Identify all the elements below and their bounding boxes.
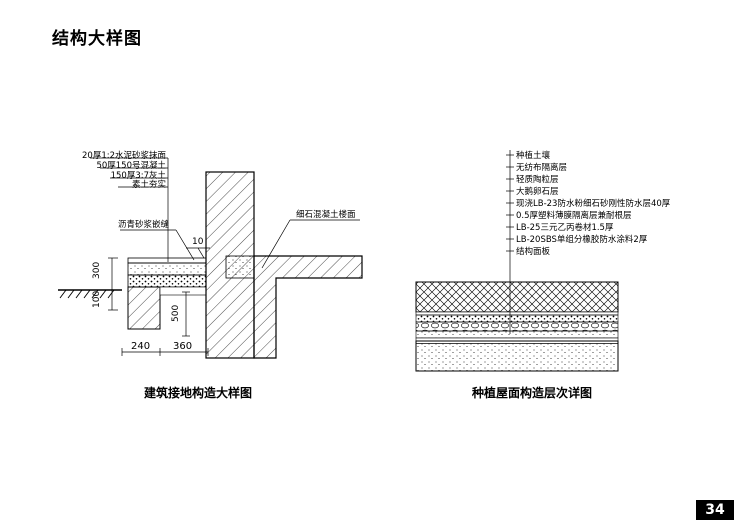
- slab-label: 细石混凝土楼面: [296, 209, 356, 220]
- page-title: 结构大样图: [52, 29, 142, 49]
- right-layer-label-9: 结构面板: [516, 246, 551, 257]
- left-layer-label-4: 素土夯实: [132, 179, 166, 190]
- joint-label: 沥青砂浆嵌缝: [118, 219, 170, 230]
- dim-width-a: 240: [131, 341, 150, 352]
- left-layer-label-1: 20厚1:2水泥砂浆抹面: [82, 150, 166, 161]
- right-layer-label-2: 无纺布隔离层: [516, 162, 567, 173]
- right-layer-label-5: 现浇LB-23防水粉细石砂刚性防水层40厚: [516, 198, 671, 209]
- left-detail-caption: 建筑接地构造大样图: [144, 386, 253, 400]
- page-number: 34: [696, 500, 734, 520]
- left-layer-label-2: 50厚150号混凝土: [96, 160, 166, 171]
- right-layer-label-3: 轻质陶粒层: [516, 174, 559, 185]
- dim-joint-width: 10: [192, 237, 204, 247]
- right-layer-label-7: LB-25三元乙丙卷材1.5厚: [516, 222, 614, 233]
- right-layer-label-4: 大鹅卵石层: [516, 186, 559, 197]
- dim-base-depth: 100: [92, 291, 102, 308]
- right-layer-label-8: LB-20SBS单组分橡胶防水涂料2厚: [516, 234, 648, 245]
- dim-step-height: 300: [92, 262, 102, 279]
- right-layer-label-1: 种植土壤: [516, 150, 551, 161]
- left-layer-label-3: 150厚3:7灰土: [111, 170, 167, 181]
- dim-width-b: 360: [173, 341, 192, 352]
- left-detail: 300 100 500 240 360 10 20厚1:2水泥砂浆抹面 50厚1…: [58, 150, 363, 359]
- right-detail: 种植土壤 无纺布隔离层 轻质陶粒层 大鹅卵石层 现浇LB-23防水粉细石砂刚性防…: [415, 150, 671, 372]
- right-layer-label-6: 0.5厚塑料薄膜隔离层兼耐根层: [516, 210, 632, 221]
- dim-footing-depth: 500: [171, 305, 181, 322]
- right-detail-caption: 种植屋面构造层次详图: [472, 386, 593, 400]
